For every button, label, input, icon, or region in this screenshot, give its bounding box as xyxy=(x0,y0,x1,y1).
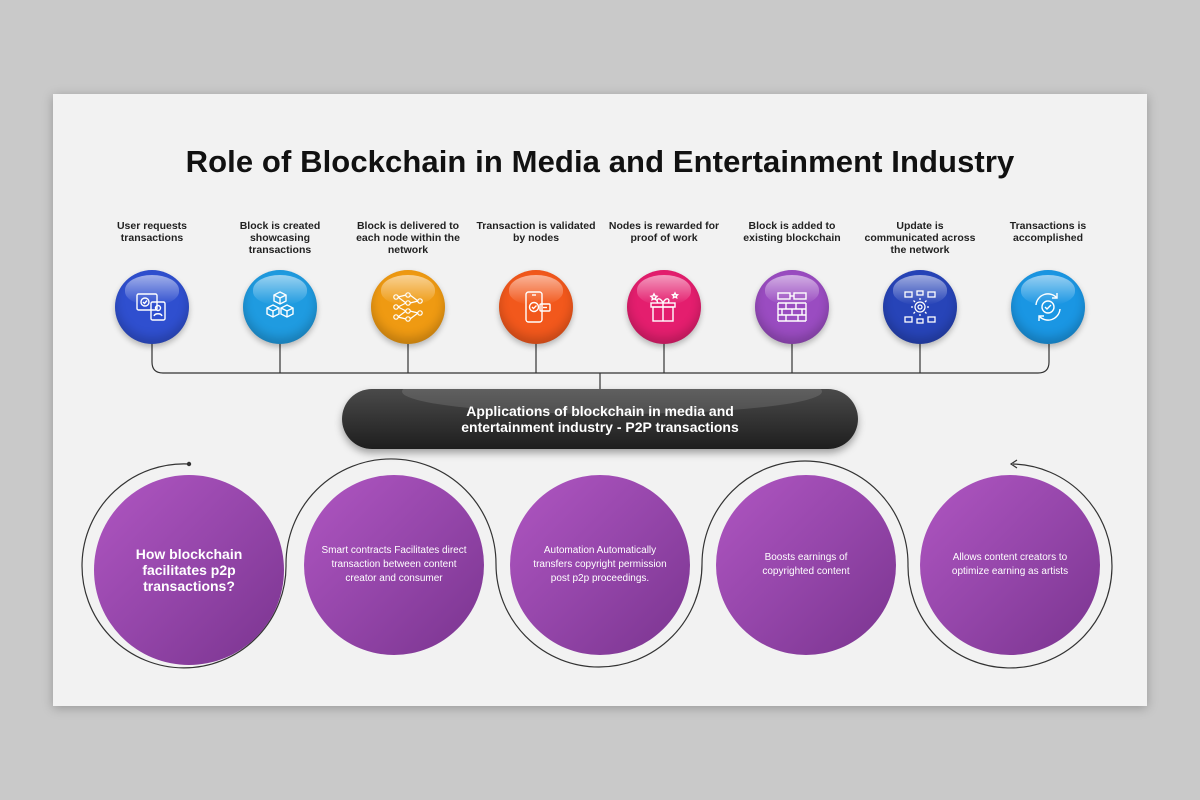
center-banner-line1: Applications of blockchain in media and xyxy=(466,403,734,419)
step-1: User requests transactions xyxy=(90,220,214,344)
step-5: Nodes is rewarded for proof of work xyxy=(602,220,726,344)
step-label: Transaction is validated by nodes xyxy=(476,220,596,244)
bubble-text: Smart contracts Facilitates direct trans… xyxy=(321,545,467,584)
step-circle xyxy=(883,270,957,344)
gift-box-icon xyxy=(649,291,680,322)
bubble-creators: Allows content creators to optimize earn… xyxy=(920,475,1100,655)
step-label: Block is delivered to each node within t… xyxy=(356,220,460,256)
step-circle xyxy=(755,270,829,344)
bubble-text: Automation Automatically transfers copyr… xyxy=(533,545,667,584)
center-banner-line2: entertainment industry - P2P transaction… xyxy=(461,419,739,435)
wave-outline xyxy=(81,458,1113,669)
mobile-check-icon xyxy=(525,291,551,323)
bubble-text: How blockchain facilitates p2p transacti… xyxy=(135,546,243,594)
cubes-icon xyxy=(266,291,294,318)
step-circle xyxy=(371,270,445,344)
gear-network-icon xyxy=(904,290,936,324)
step-2: Block is created showcasing transactions xyxy=(218,220,342,344)
step-circle xyxy=(499,270,573,344)
bubble-automation: Automation Automatically transfers copyr… xyxy=(510,475,690,655)
step-circle xyxy=(243,270,317,344)
step-8: Transactions is accomplished xyxy=(986,220,1110,344)
step-4: Transaction is validated by nodes xyxy=(474,220,598,344)
step-label: Update is communicated across the networ… xyxy=(864,220,976,256)
center-banner: Applications of blockchain in media and … xyxy=(342,389,858,449)
center-banner-text: Applications of blockchain in media and … xyxy=(342,403,858,435)
step-6: Block is added to existing blockchain xyxy=(730,220,854,344)
refresh-check-icon xyxy=(1035,293,1061,321)
step-circle xyxy=(627,270,701,344)
bubble-text: Allows content creators to optimize earn… xyxy=(951,552,1069,577)
connector-lines xyxy=(151,344,1050,389)
step-label: User requests transactions xyxy=(116,220,188,244)
step-label: Transactions is accomplished xyxy=(1009,220,1087,244)
step-circle xyxy=(1011,270,1085,344)
slide: Role of Blockchain in Media and Entertai… xyxy=(53,94,1147,706)
step-3: Block is delivered to each node within t… xyxy=(346,220,470,344)
user-id-card-icon xyxy=(136,293,166,321)
page-title: Role of Blockchain in Media and Entertai… xyxy=(185,144,1015,179)
step-circle xyxy=(115,270,189,344)
step-label: Block is added to existing blockchain xyxy=(743,220,841,244)
step-label: Block is created showcasing transactions xyxy=(239,220,321,256)
bubble-question: How blockchain facilitates p2p transacti… xyxy=(94,475,284,665)
step-7: Update is communicated across the networ… xyxy=(858,220,982,344)
bubble-text: Boosts earnings of copyrighted content xyxy=(762,552,850,577)
step-label: Nodes is rewarded for proof of work xyxy=(608,220,720,244)
brick-wall-icon xyxy=(777,292,807,322)
bubble-earnings: Boosts earnings of copyrighted content xyxy=(716,475,896,655)
bubble-smart-contracts: Smart contracts Facilitates direct trans… xyxy=(304,475,484,655)
neural-network-icon xyxy=(393,292,423,322)
